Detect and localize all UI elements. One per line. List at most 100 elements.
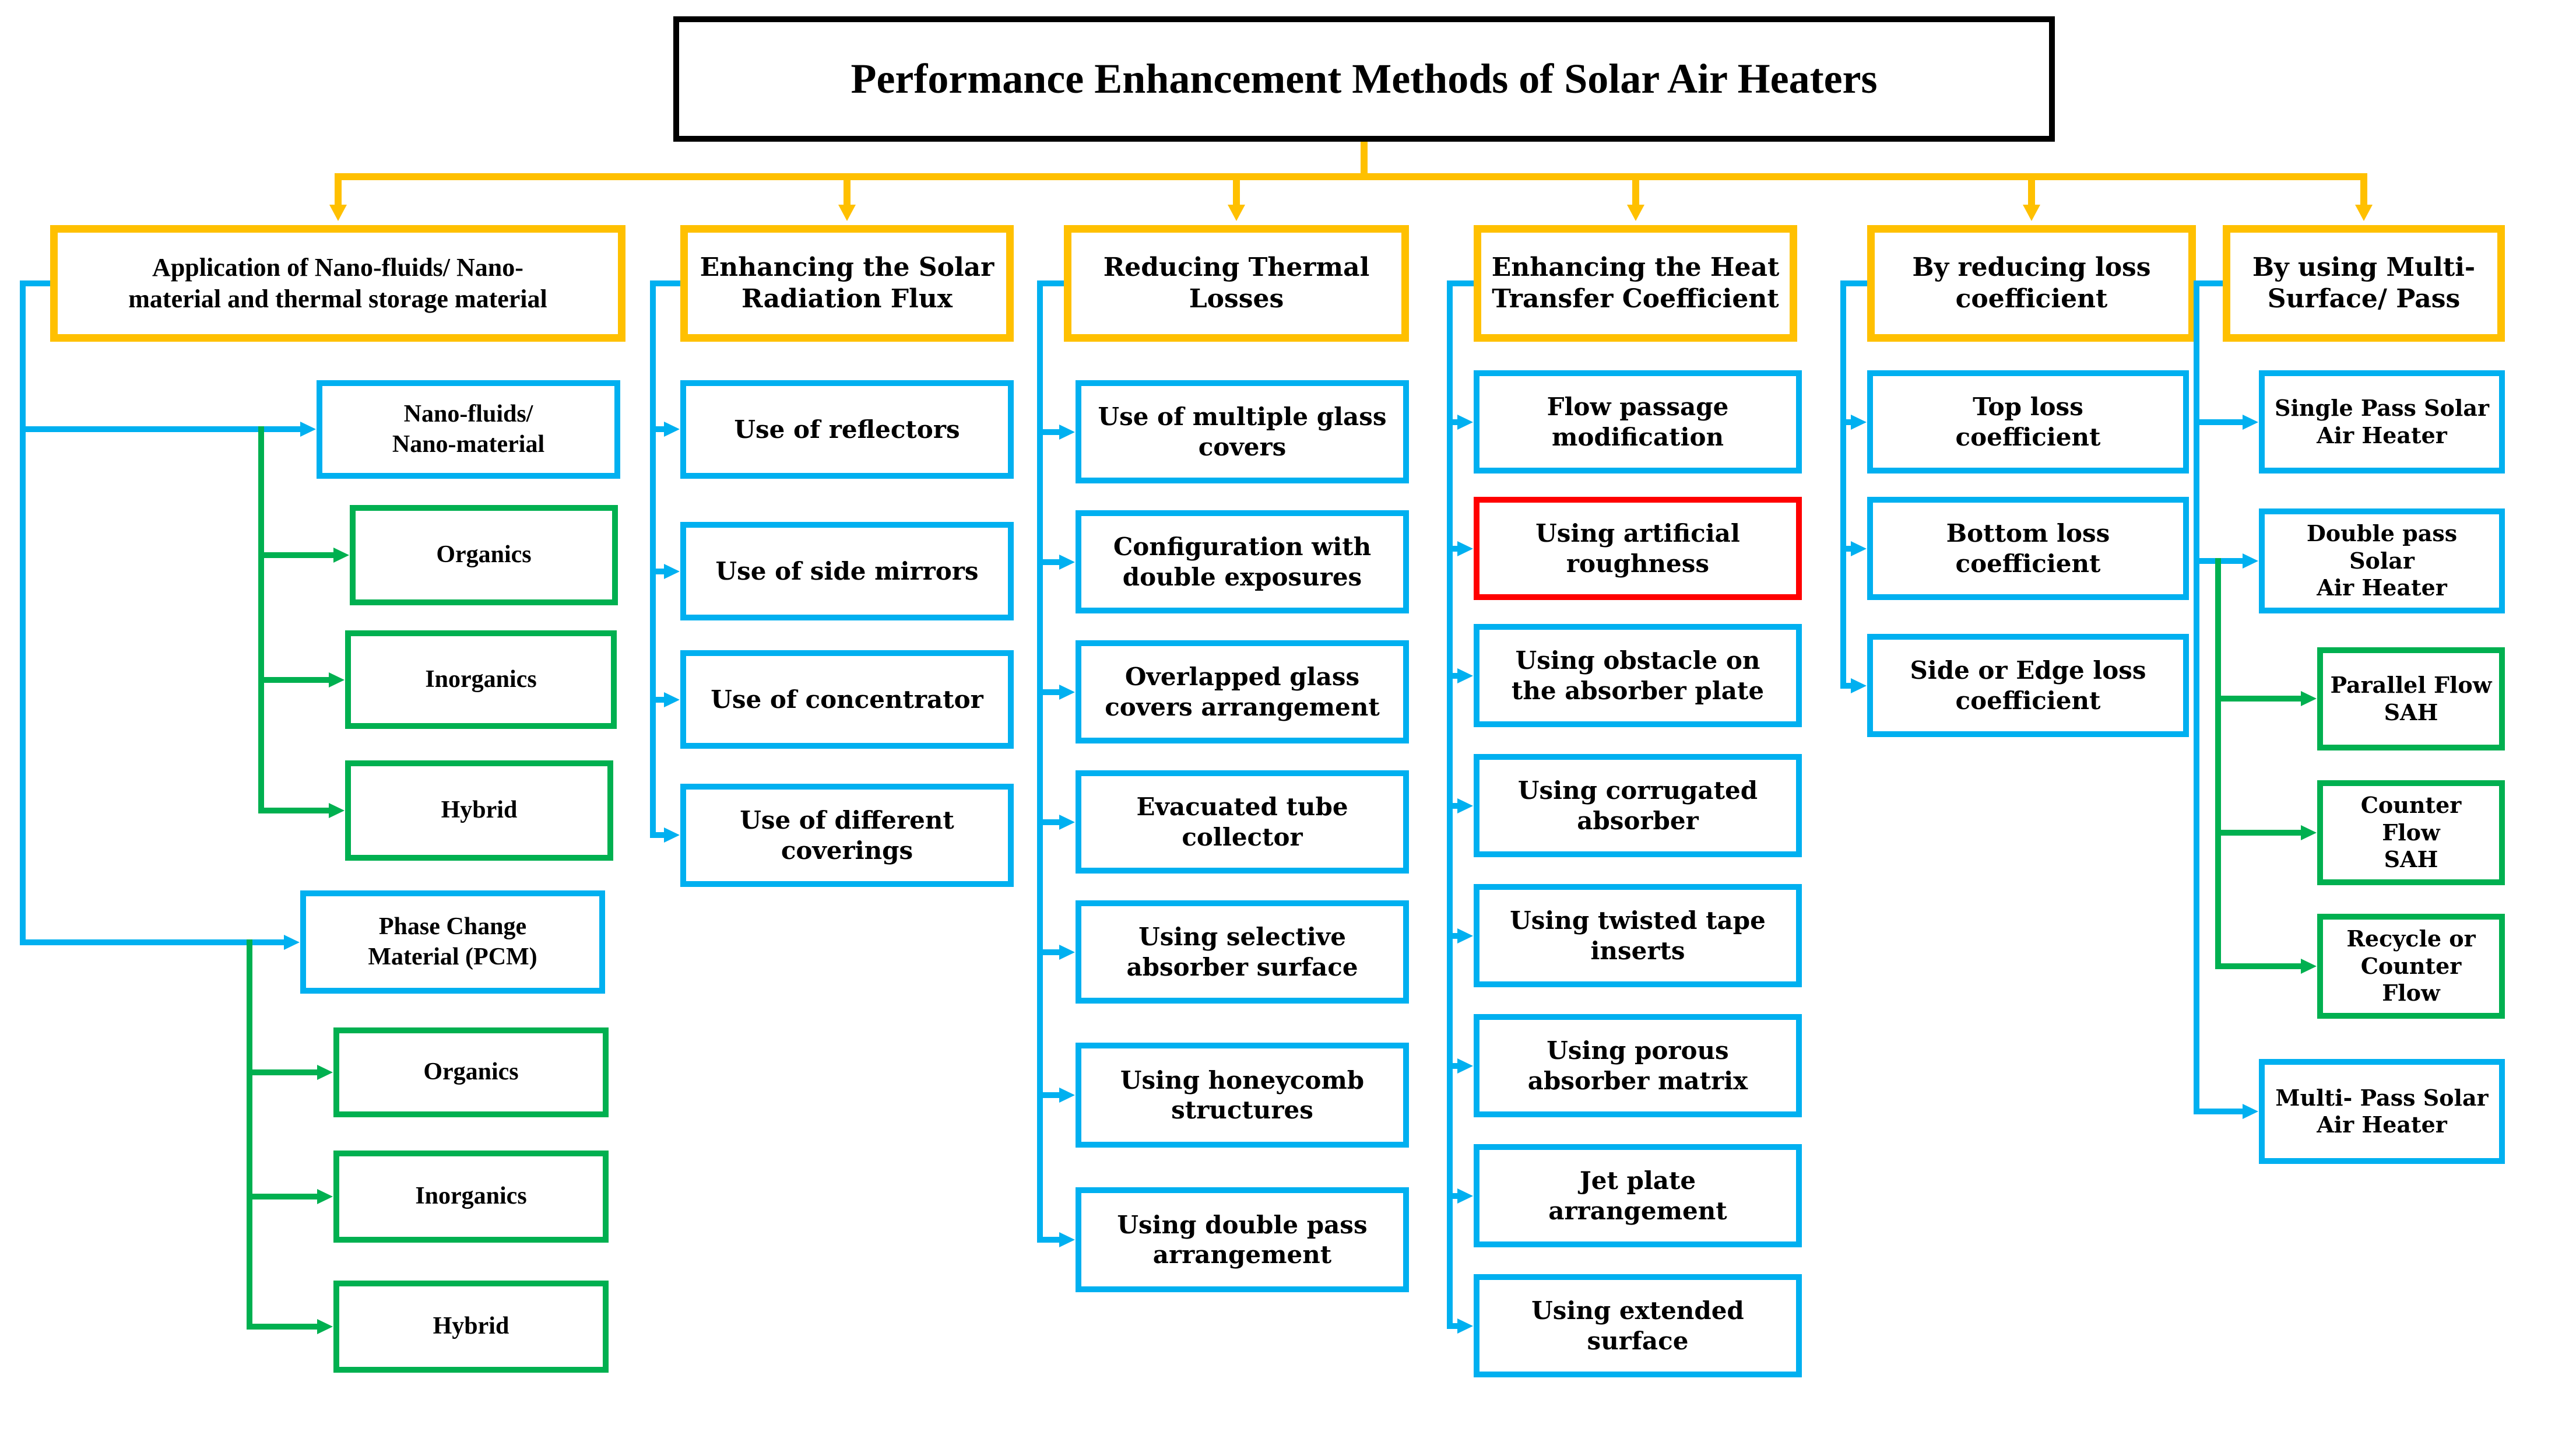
node-extended-surface: Using extended surface [1474,1274,1802,1377]
col4-branch-3 [1447,668,1473,683]
node-jet-plate-text: Jet plate arrangement [1548,1166,1727,1225]
col2-header: Enhancing the Solar Radiation Flux [680,225,1014,342]
col2-branch-1 [650,422,680,437]
col4-branch-5 [1447,928,1473,944]
col1-branch-organics-1 [258,548,349,563]
node-nano-fluids-text: Nano-fluids/ Nano-material [392,401,545,458]
node-side-mirrors-text: Use of side mirrors [715,556,979,585]
node-organics-2-text: Organics [423,1058,519,1086]
col3-header-text: Reducing Thermal Losses [1103,252,1370,314]
col1-branch-organics-2 [247,1065,333,1080]
col6-header-text: By using Multi- Surface/ Pass [2252,252,2476,314]
col3-branch-5 [1037,945,1075,960]
arrow-down-col6 [2355,173,2373,221]
col4-stub [1447,280,1474,286]
col6-branch-recycle [2215,959,2317,974]
col2-branch-4 [650,827,680,843]
arrow-down-col5 [2023,173,2040,221]
node-double-pass-text: Double pass Solar Air Heater [2306,520,2458,601]
arrow-down-col3 [1228,173,1245,221]
node-hybrid-2: Hybrid [333,1281,609,1373]
node-flow-passage-text: Flow passage modification [1547,392,1729,451]
node-counter-flow-sah-text: Counter Flow SAH [2360,792,2462,873]
col2-branch-2 [650,564,680,579]
col6-stub [2194,280,2223,286]
node-evacuated-tube-text: Evacuated tube collector [1136,792,1348,851]
node-flow-passage: Flow passage modification [1474,370,1802,474]
arrow-down-col2 [838,173,856,221]
node-counter-flow-sah: Counter Flow SAH [2317,780,2505,885]
node-twisted-tape: Using twisted tape inserts [1474,884,1802,987]
diagram-title: Performance Enhancement Methods of Solar… [673,16,2055,142]
col4-branch-2 [1447,541,1473,556]
col5-stub [1840,280,1867,286]
node-jet-plate: Jet plate arrangement [1474,1144,1802,1247]
node-side-edge-loss: Side or Edge loss coefficient [1867,634,2189,737]
col3-branch-4 [1037,815,1075,830]
node-inorganics-2-text: Inorganics [415,1183,527,1210]
col5-header: By reducing loss coefficient [1867,225,2196,342]
arrow-down-col1 [329,173,347,221]
node-top-loss-text: Top loss coefficient [1955,392,2101,451]
node-top-loss: Top loss coefficient [1867,370,2189,474]
node-double-exposures-text: Configuration with double exposures [1113,532,1372,591]
diagram-title-text: Performance Enhancement Methods of Solar… [851,55,1878,102]
col6-branch-multi [2194,1104,2258,1119]
node-organics-2: Organics [333,1027,609,1117]
node-recycle-counter-flow-text: Recycle or Counter Flow [2346,925,2476,1006]
col1-green-vline-1 [258,426,264,813]
col5-branch-2 [1840,541,1867,556]
node-extended-surface-text: Using extended surface [1531,1296,1744,1355]
col1-branch-inorganics-2 [247,1189,333,1204]
node-organics-1: Organics [350,505,618,605]
node-double-exposures: Configuration with double exposures [1076,510,1409,613]
node-single-pass: Single Pass Solar Air Heater [2259,370,2505,474]
connector-title-stem [1361,142,1368,174]
col6-branch-parallel [2215,691,2317,706]
node-artificial-roughness-text: Using artificial roughness [1535,519,1740,578]
node-double-pass-arrangement: Using double pass arrangement [1076,1187,1409,1292]
col1-branch-pcm [20,935,300,950]
node-inorganics-2: Inorganics [333,1151,609,1243]
node-multi-pass: Multi- Pass Solar Air Heater [2259,1059,2505,1164]
node-pcm-text: Phase Change Material (PCM) [368,913,537,970]
node-overlapped-glass: Overlapped glass covers arrangement [1076,640,1409,743]
col6-vline [2194,280,2199,1114]
node-single-pass-text: Single Pass Solar Air Heater [2275,395,2489,448]
col6-header: By using Multi- Surface/ Pass [2223,225,2505,342]
node-parallel-flow-sah-text: Parallel Flow SAH [2330,672,2492,725]
node-corrugated-absorber-text: Using corrugated absorber [1517,776,1758,835]
node-overlapped-glass-text: Overlapped glass covers arrangement [1105,662,1380,721]
node-side-edge-loss-text: Side or Edge loss coefficient [1910,656,2146,715]
col4-header: Enhancing the Heat Transfer Coefficient [1474,225,1797,342]
col3-vline [1037,280,1043,1243]
node-evacuated-tube: Evacuated tube collector [1076,770,1409,874]
node-inorganics-1-text: Inorganics [425,665,537,693]
node-bottom-loss: Bottom loss coefficient [1867,497,2189,600]
col4-branch-4 [1447,798,1473,813]
node-concentrator: Use of concentrator [680,650,1014,749]
col5-branch-3 [1840,678,1867,693]
node-obstacle-absorber: Using obstacle on the absorber plate [1474,624,1802,727]
node-side-mirrors: Use of side mirrors [680,522,1014,620]
node-coverings: Use of different coverings [680,784,1014,887]
node-nano-fluids: Nano-fluids/ Nano-material [317,380,620,479]
node-artificial-roughness: Using artificial roughness [1474,497,1802,600]
col1-branch-hybrid-2 [247,1319,333,1334]
node-organics-1-text: Organics [436,541,532,569]
node-reflectors-text: Use of reflectors [734,415,960,444]
node-bottom-loss-text: Bottom loss coefficient [1946,519,2110,578]
node-coverings-text: Use of different coverings [740,806,954,865]
col4-branch-7 [1447,1188,1473,1204]
node-hybrid-1-text: Hybrid [441,797,518,824]
node-concentrator-text: Use of concentrator [711,685,983,714]
col3-branch-7 [1037,1232,1075,1247]
node-inorganics-1: Inorganics [345,630,617,729]
node-double-pass-arrangement-text: Using double pass arrangement [1117,1210,1368,1269]
col2-stub [650,280,680,286]
node-multiple-glass-covers-text: Use of multiple glass covers [1098,402,1387,461]
col6-branch-single [2194,415,2258,430]
col3-branch-6 [1037,1088,1075,1103]
node-pcm: Phase Change Material (PCM) [300,890,605,994]
